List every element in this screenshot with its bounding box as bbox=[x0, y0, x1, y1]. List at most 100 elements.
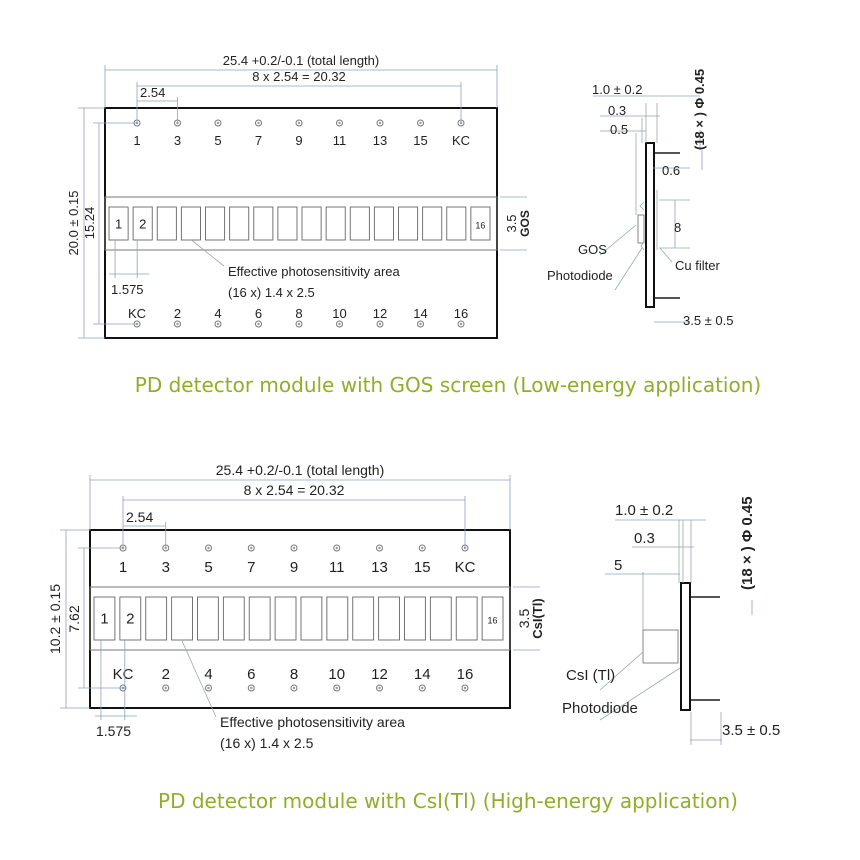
effective-area-size: (16 x) 1.4 x 2.5 bbox=[220, 735, 314, 751]
pin-number-top: 5 bbox=[214, 133, 221, 148]
cell-number: 2 bbox=[139, 217, 146, 232]
pin-hole bbox=[417, 119, 424, 127]
dim-line-strip bbox=[500, 196, 527, 251]
photodiode-cell bbox=[470, 206, 491, 241]
dim-total-length: 25.4 +0.2/-0.1 (total length) bbox=[216, 462, 385, 478]
pin-hole-center bbox=[338, 121, 341, 125]
pin-number-bottom: 2 bbox=[162, 666, 170, 683]
photodiode-cell bbox=[349, 206, 370, 241]
photodiode-cell bbox=[429, 596, 452, 641]
photodiode-cell bbox=[197, 596, 219, 641]
pin-hole-center bbox=[463, 686, 467, 690]
pin-hole-center bbox=[164, 686, 167, 690]
dim-row-spacing: 7.62 bbox=[66, 605, 82, 632]
pin-number-top: 3 bbox=[174, 133, 181, 148]
pin-hole-center bbox=[378, 546, 381, 550]
pin-hole-center bbox=[297, 121, 301, 125]
cell-number: 1 bbox=[115, 217, 122, 232]
pin-hole-center bbox=[250, 686, 253, 690]
dim-strip-height: 3.5 bbox=[516, 609, 532, 629]
photodiode-cell bbox=[119, 596, 142, 641]
pin-hole bbox=[333, 544, 341, 552]
pin-hole bbox=[376, 320, 384, 328]
pin-hole-center bbox=[176, 322, 179, 326]
dim-line-strip bbox=[513, 586, 540, 651]
photodiode-cell bbox=[277, 206, 298, 241]
photodiode-cell bbox=[229, 206, 250, 241]
dim-pin-diameter: (18 × ) Φ 0.45 bbox=[692, 69, 707, 150]
dim-5: 5 bbox=[614, 557, 622, 574]
csi-module-side-view: 1.0 ± 0.2 0.3 5 (18 × ) Φ 0.45 CsI (Tl) … bbox=[562, 496, 780, 745]
dim-cell-gap: 1.575 bbox=[96, 723, 131, 739]
pin-hole bbox=[417, 320, 424, 328]
dim-line-cell-gap bbox=[109, 240, 150, 278]
dim-cell-gap: 1.575 bbox=[111, 282, 144, 297]
effective-area-size: (16 x) 1.4 x 2.5 bbox=[228, 285, 315, 300]
pin-hole bbox=[376, 544, 383, 552]
pin-hole bbox=[333, 684, 341, 692]
photodiode-cell bbox=[481, 596, 504, 641]
dim-pitch-total: 8 x 2.54 = 20.32 bbox=[244, 482, 345, 498]
dim-pin-length: 3.5 ± 0.5 bbox=[683, 313, 734, 328]
pin-hole-center bbox=[250, 546, 253, 550]
dim-height: 20.0 ± 0.15 bbox=[66, 191, 81, 256]
dim-line-row-spacing bbox=[78, 547, 123, 689]
pin-hole-center bbox=[419, 322, 422, 326]
photodiode-cell bbox=[132, 206, 153, 241]
pin-hole bbox=[295, 119, 303, 127]
scintillator-label: CsI(Tl) bbox=[530, 598, 545, 638]
dim-line-height bbox=[60, 529, 90, 709]
pin-number-bottom: 14 bbox=[413, 306, 427, 321]
pin-hole-center bbox=[257, 121, 260, 125]
photodiode-cell bbox=[422, 206, 443, 241]
pin-number-top: 5 bbox=[204, 559, 212, 576]
dim-line-pitch bbox=[123, 522, 167, 548]
pin-hole bbox=[461, 684, 469, 692]
pin-number-bottom: 12 bbox=[373, 306, 387, 321]
label-csi: CsI (Tl) bbox=[566, 667, 615, 684]
dim-total-length: 25.4 +0.2/-0.1 (total length) bbox=[223, 53, 379, 68]
pin-number-top: 7 bbox=[247, 559, 255, 576]
cell-number: 16 bbox=[488, 616, 498, 626]
dim-line-pitch-total bbox=[136, 82, 462, 123]
pin-hole-center bbox=[216, 322, 220, 326]
photodiode-cell bbox=[300, 596, 323, 641]
pin-number-top: 3 bbox=[162, 559, 170, 576]
pin-hole bbox=[255, 119, 262, 127]
pin-number-top: 1 bbox=[119, 559, 127, 576]
pin-hole bbox=[174, 320, 181, 328]
photodiode-cell bbox=[352, 596, 375, 641]
label-gos: GOS bbox=[578, 242, 607, 257]
pin-number-bottom: 14 bbox=[414, 666, 431, 683]
dim-pitch: 2.54 bbox=[140, 85, 165, 100]
photodiode-cell bbox=[373, 206, 394, 241]
dim-line-cell-gap bbox=[94, 640, 137, 720]
pin-hole-center bbox=[216, 121, 220, 125]
dim-0-6: 0.6 bbox=[662, 163, 680, 178]
pin-number-bottom: KC bbox=[128, 306, 146, 321]
pin-hole-center bbox=[207, 546, 210, 550]
dim-line-row-spacing bbox=[93, 122, 137, 325]
pin-hole-center bbox=[207, 686, 210, 690]
pin-number-bottom: 8 bbox=[295, 306, 302, 321]
caption-gos-module: PD detector module with GOS screen (Low-… bbox=[135, 373, 761, 397]
dim-thickness: 1.0 ± 0.2 bbox=[592, 82, 643, 97]
scintillator-strip bbox=[89, 586, 511, 651]
dim-line-total bbox=[89, 475, 511, 530]
pin-number-bottom: 4 bbox=[214, 306, 221, 321]
pin-number-top: 1 bbox=[133, 133, 140, 148]
dim-pin-diameter: (18 × ) Φ 0.45 bbox=[739, 496, 756, 590]
csi-block bbox=[642, 629, 679, 664]
pin-number-top: 15 bbox=[414, 559, 431, 576]
pin-hole-center bbox=[419, 121, 422, 125]
label-cu-filter: Cu filter bbox=[675, 258, 720, 273]
photodiode-cell bbox=[180, 206, 201, 241]
dim-line-pitch bbox=[137, 97, 178, 123]
pin-number-bottom: 8 bbox=[290, 666, 298, 683]
dim-thickness: 1.0 ± 0.2 bbox=[615, 502, 673, 519]
photodiode-cell bbox=[274, 596, 297, 641]
pin-hole-center bbox=[297, 322, 301, 326]
dim-strip-height: 3.5 bbox=[504, 214, 519, 232]
